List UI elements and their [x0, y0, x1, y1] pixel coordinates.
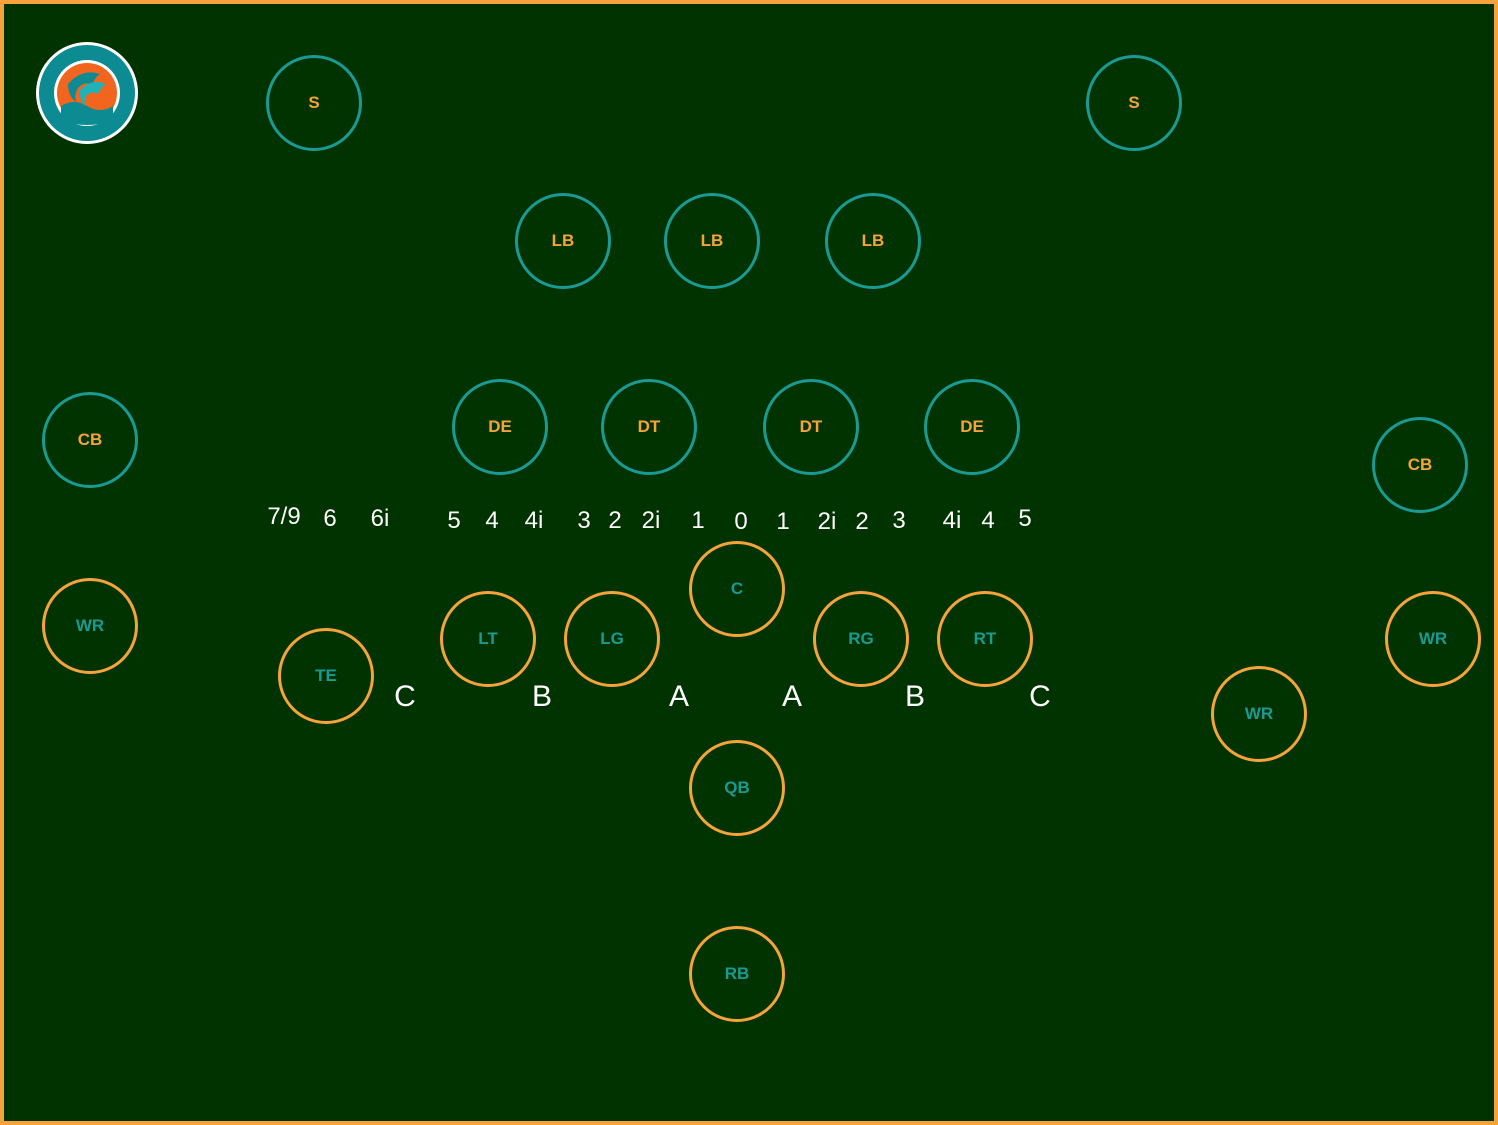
technique-label: 3	[892, 507, 906, 534]
wide-receiver-right-outer: WR	[1385, 591, 1481, 687]
technique-label: 5	[447, 507, 461, 534]
gap-label: C	[394, 680, 416, 713]
right-tackle: RT	[937, 591, 1033, 687]
cornerback-right: CB	[1372, 417, 1468, 513]
gap-label: C	[1029, 680, 1051, 713]
left-tackle: LT	[440, 591, 536, 687]
technique-label: 0	[734, 508, 748, 535]
technique-label: 1	[691, 507, 705, 534]
technique-label: 5	[1018, 505, 1032, 532]
technique-label: 4	[485, 507, 499, 534]
technique-label: 4i	[524, 507, 544, 534]
gap-label: A	[781, 680, 803, 713]
gap-label: A	[668, 680, 690, 713]
left-guard: LG	[564, 591, 660, 687]
technique-label: 2	[855, 508, 869, 535]
gap-label: B	[904, 680, 926, 713]
technique-label: 4	[981, 507, 995, 534]
center: C	[689, 541, 785, 637]
linebacker-right: LB	[825, 193, 921, 289]
linebacker-left: LB	[515, 193, 611, 289]
defensive-tackle-right: DT	[763, 379, 859, 475]
technique-label: 6	[323, 505, 337, 532]
defensive-end-right: DE	[924, 379, 1020, 475]
gap-label: B	[531, 680, 553, 713]
wide-receiver-left: WR	[42, 578, 138, 674]
sb-nation-phinsider-logo	[36, 42, 138, 144]
linebacker-middle: LB	[664, 193, 760, 289]
technique-label: 2	[608, 507, 622, 534]
technique-label: 1	[776, 508, 790, 535]
technique-label: 2i	[641, 507, 661, 534]
technique-label: 7/9	[267, 503, 301, 530]
technique-label: 2i	[817, 508, 837, 535]
defensive-tackle-left: DT	[601, 379, 697, 475]
technique-label: 4i	[942, 507, 962, 534]
cornerback-left: CB	[42, 392, 138, 488]
quarterback: QB	[689, 740, 785, 836]
tight-end: TE	[278, 628, 374, 724]
technique-label: 6i	[370, 505, 390, 532]
technique-label: 3	[577, 507, 591, 534]
safety-left: S	[266, 55, 362, 151]
running-back: RB	[689, 926, 785, 1022]
defensive-end-left: DE	[452, 379, 548, 475]
safety-right: S	[1086, 55, 1182, 151]
right-guard: RG	[813, 591, 909, 687]
wide-receiver-right-slot: WR	[1211, 666, 1307, 762]
